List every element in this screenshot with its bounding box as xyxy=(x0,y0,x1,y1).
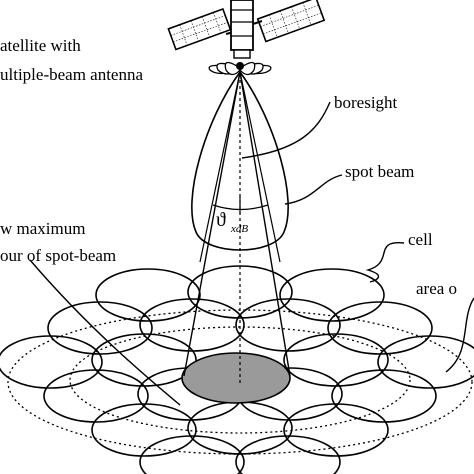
boresight-callout xyxy=(241,101,331,159)
beamwidth-theta-subscript: xdB xyxy=(230,223,248,235)
inner-coverage-contour xyxy=(69,326,411,434)
cell xyxy=(279,268,385,322)
satellite-bus xyxy=(230,0,254,59)
beam-edge-left xyxy=(183,71,241,377)
cell xyxy=(283,403,389,457)
cell xyxy=(235,435,341,474)
contour-label-line2: our of spot-beam xyxy=(0,246,116,265)
satellite-label-line2: ultiple-beam antenna xyxy=(0,65,143,84)
contour-callout xyxy=(29,259,181,406)
cell-callout xyxy=(365,242,405,283)
coverage-footprint xyxy=(0,265,474,474)
cell xyxy=(331,369,437,423)
cell xyxy=(95,268,201,322)
satellite-label-line1: atellite with xyxy=(0,36,81,55)
cell xyxy=(187,401,293,455)
spot-beam xyxy=(183,70,291,385)
satellite xyxy=(167,0,326,76)
cell xyxy=(43,369,149,423)
right-solar-panel xyxy=(256,0,326,43)
area-callout xyxy=(445,297,474,373)
cell xyxy=(377,335,474,389)
cell xyxy=(91,403,197,457)
multiple-beam-antenna-lobes xyxy=(208,61,272,76)
spot-beam-callout xyxy=(284,174,343,205)
left-solar-panel xyxy=(167,8,232,51)
beam-edge-right xyxy=(239,71,291,377)
cell xyxy=(0,335,103,389)
cell xyxy=(139,298,245,352)
callouts xyxy=(29,101,474,406)
beamwidth-theta-symbol: ϑ xyxy=(216,209,226,231)
contour-label-line1: w maximum xyxy=(0,219,85,238)
boresight-label: boresight xyxy=(334,93,398,112)
cell xyxy=(235,298,341,352)
cell xyxy=(139,435,245,474)
area-label: area o xyxy=(416,279,457,298)
spot-beam-label: spot beam xyxy=(345,162,414,181)
shaded-spot-beam-cell xyxy=(181,352,291,404)
cell-label: cell xyxy=(408,230,433,249)
